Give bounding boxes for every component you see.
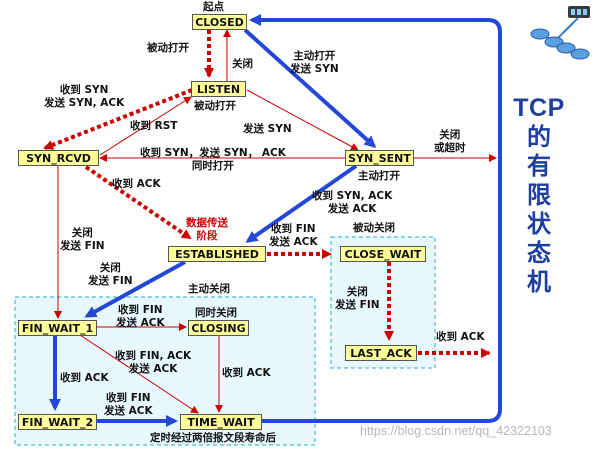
label-close-1: 关闭 [232, 58, 253, 70]
arrow-closed-to-synsent [243, 28, 377, 149]
label-recv-finack-line1: 收到 FIN, ACK [115, 350, 192, 362]
diagram-title: TCP 的 有 限 状 态 机 [512, 94, 566, 297]
label-recv-fin-send-ack-1: 收到 FIN 发送 ACK [269, 223, 318, 249]
label-data-phase-line2: 阶段 [196, 230, 218, 242]
arrow-listen-to-synsent [246, 89, 359, 151]
label-close-send-fin-2: 关闭 发送 FIN [88, 262, 133, 288]
watermark-text: https://blog.csdn.net/qq_42322103 [360, 424, 552, 438]
label-close-send-fin-3: 关闭 发送 FIN [335, 286, 380, 312]
state-last-ack: LAST_ACK [345, 345, 417, 361]
state-closing: CLOSING [188, 320, 249, 336]
label-recv-finack-send-ack: 收到 FIN, ACK 发送 ACK [115, 350, 191, 376]
network-logo-icon [530, 6, 590, 60]
label-recv-fin-3-line1: 收到 FIN [106, 392, 151, 404]
label-recv-ack-4: 收到 ACK [60, 372, 109, 384]
label-send-syn: 发送 SYN [243, 123, 292, 135]
state-syn-rcvd: SYN_RCVD [18, 150, 99, 166]
state-fin-wait-1: FIN_WAIT_1 [18, 320, 97, 336]
label-simultaneous-close: 同时关闭 [195, 307, 237, 319]
title-tcp: TCP [513, 94, 565, 122]
label-recv-synack-send-ack: 收到 SYN, ACK 发送 ACK [312, 190, 392, 216]
label-active-open-line2: 发送 SYN [290, 63, 339, 75]
label-start-point: 起点 [203, 1, 224, 13]
label-recv-fin-2-line1: 收到 FIN [118, 304, 163, 316]
arrow-synrcvd-to-listen [99, 96, 192, 156]
label-recv-fin-1-line2: 发送 ACK [269, 236, 318, 248]
state-closed: CLOSED [192, 14, 247, 30]
title-char-2: 有 [527, 152, 551, 180]
label-recv-fin-2-line2: 发送 ACK [116, 317, 165, 329]
label-active-open-line1: 主动打开 [293, 50, 336, 62]
label-data-phase-line1: 数据传送 [186, 217, 228, 229]
label-active-open: 主动打开 发送 SYN [290, 50, 339, 76]
label-recv-rst: 收到 RST [130, 120, 178, 132]
label-close-send-fin-2-line2: 发送 FIN [88, 275, 133, 287]
state-fin-wait-2: FIN_WAIT_2 [18, 414, 97, 430]
label-recv-syn-send-synack: 收到 SYN 发送 SYN, ACK [44, 84, 124, 110]
arrow-finwait1-to-timewait [79, 334, 199, 414]
state-listen: LISTEN [191, 81, 246, 97]
label-close-send-fin-1-line1: 关闭 [71, 227, 93, 239]
label-passive-close: 被动关闭 [353, 222, 395, 234]
label-recv-syn-line1: 收到 SYN [59, 84, 109, 96]
label-passive-open: 被动打开 [147, 42, 189, 54]
arrow-listen-to-synrcvd [43, 88, 193, 150]
label-passive-open-2: 被动打开 [194, 100, 236, 112]
label-simul-open-line1: 收到 SYN，发送 SYN， ACK [140, 147, 286, 159]
label-close-send-fin-3-line2: 发送 FIN [335, 299, 380, 311]
state-syn-sent: SYN_SENT [345, 150, 414, 166]
label-simul-open-line2: 同时打开 [191, 160, 234, 172]
label-active-close: 主动关闭 [188, 283, 230, 295]
label-close-send-fin-3-line1: 关闭 [346, 286, 368, 298]
label-data-transfer-phase: 数据传送 阶段 [186, 217, 228, 243]
label-active-open-3: 主动打开 [358, 170, 400, 182]
label-recv-synack-line1: 收到 SYN, ACK [312, 190, 393, 202]
label-timed-wait-2msl: 定时经过两倍报文段寿命后 [150, 432, 276, 444]
label-close-send-fin-1: 关闭 发送 FIN [60, 227, 105, 253]
label-close-send-fin-2-line1: 关闭 [99, 262, 121, 274]
title-char-6: 机 [527, 268, 551, 296]
title-char-3: 限 [527, 181, 551, 209]
label-recv-fin-3-line2: 发送 ACK [104, 405, 153, 417]
label-recv-fin-send-ack-2: 收到 FIN 发送 ACK [116, 304, 165, 330]
state-time-wait: TIME_WAIT [180, 414, 262, 430]
label-recv-fin-send-ack-3: 收到 FIN 发送 ACK [104, 392, 153, 418]
arrow-established-to-finwait1 [84, 260, 186, 318]
label-close-send-fin-1-line2: 发送 FIN [60, 240, 105, 252]
arrow-timewait-to-closed [249, 14, 502, 423]
label-close-or-timeout: 关闭 或超时 [434, 129, 466, 155]
state-close-wait: CLOSE_WAIT [340, 246, 426, 262]
label-recv-finack-line2: 发送 ACK [128, 363, 178, 375]
label-recv-ack-2: 收到 ACK [436, 331, 485, 343]
title-char-4: 状 [527, 210, 551, 238]
label-recv-syn-line2: 发送 SYN, ACK [44, 97, 125, 109]
label-recv-synack-line2: 发送 ACK [327, 203, 377, 215]
label-recv-fin-1-line1: 收到 FIN [271, 223, 316, 235]
label-recv-ack-1: 收到 ACK [112, 178, 161, 190]
label-close-or-timeout-line2: 或超时 [434, 142, 466, 154]
title-char-5: 态 [527, 239, 551, 267]
state-established: ESTABLISHED [168, 246, 266, 262]
title-char-1: 的 [527, 123, 551, 151]
label-close-or-timeout-line1: 关闭 [439, 129, 461, 141]
arrow-synsent-to-established [245, 164, 358, 243]
label-simultaneous-open: 收到 SYN，发送 SYN， ACK 同时打开 [140, 147, 286, 173]
label-recv-ack-3: 收到 ACK [222, 367, 271, 379]
